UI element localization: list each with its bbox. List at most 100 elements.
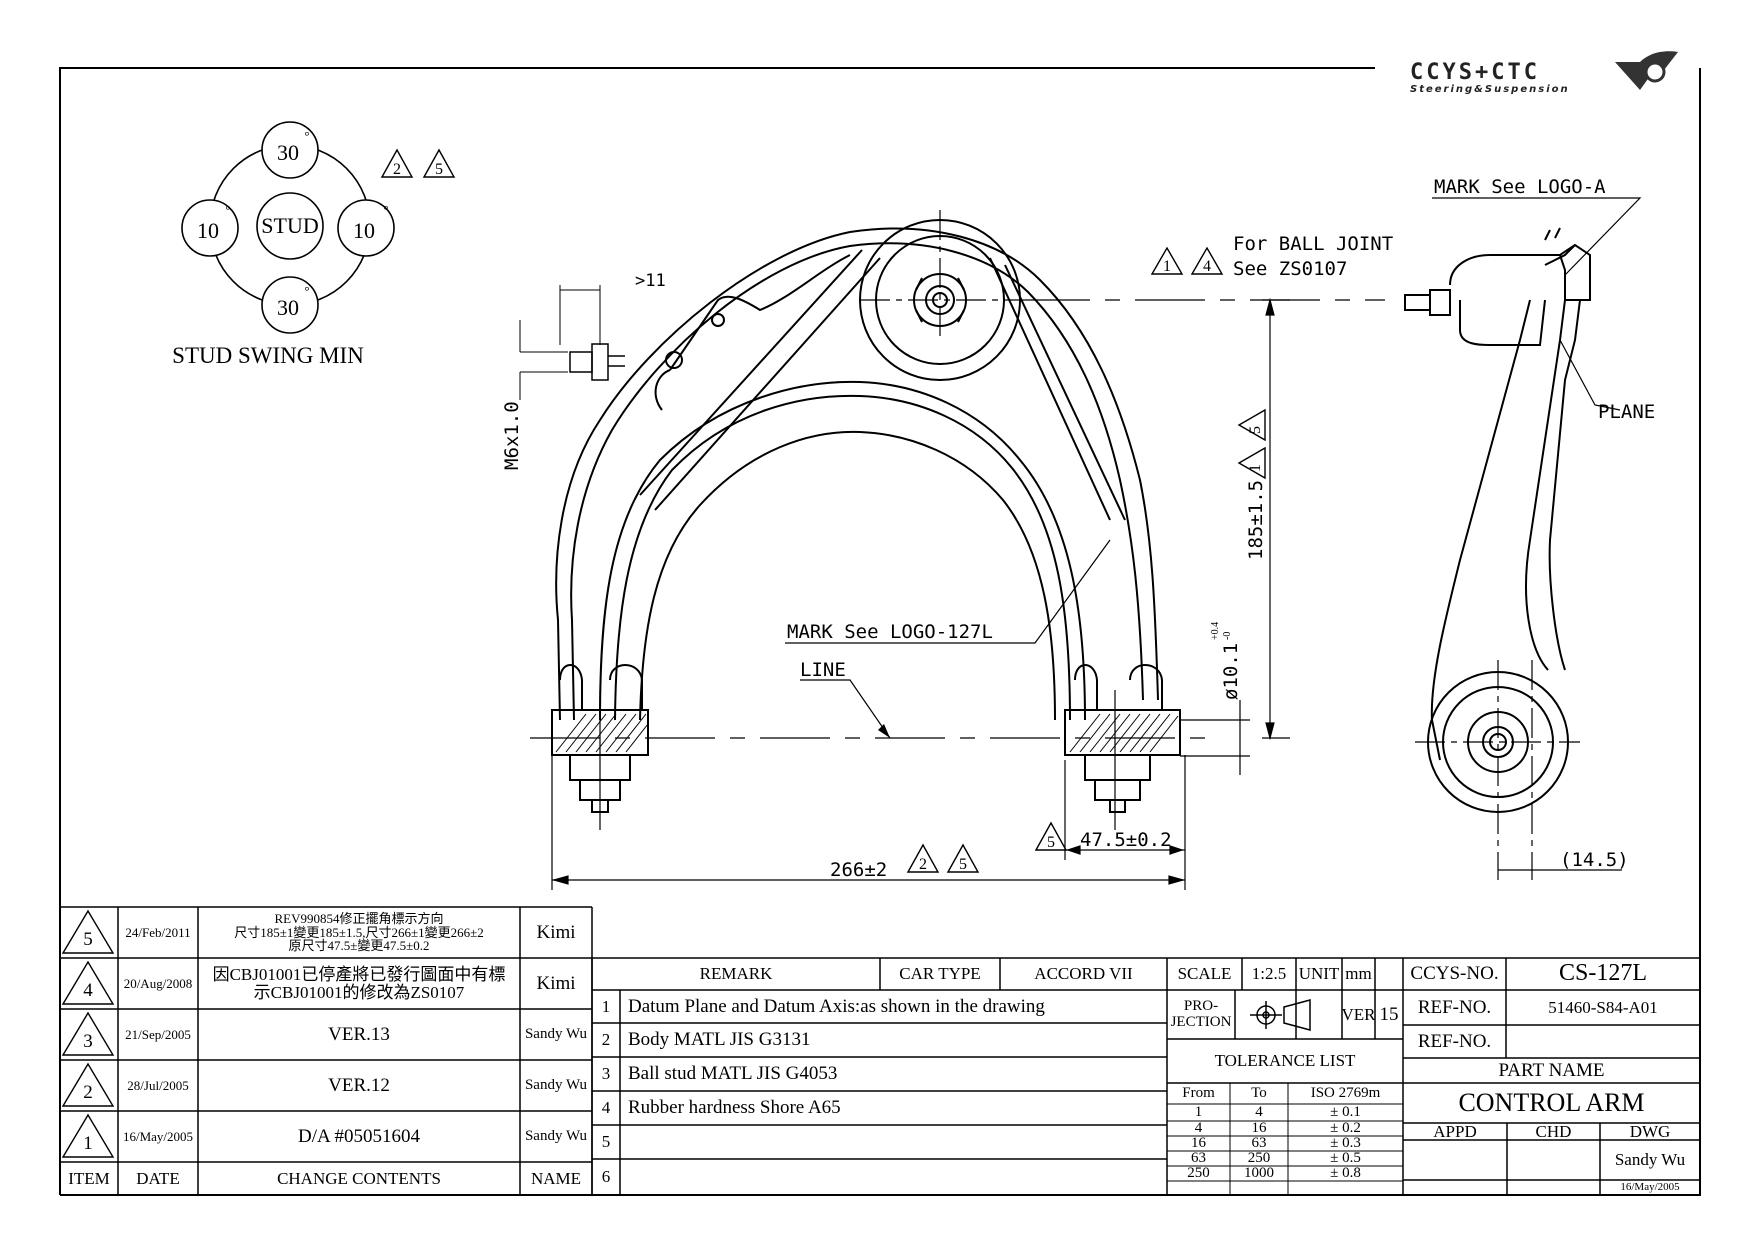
rev-content-line: 原尺寸47.5±變更47.5±0.2 — [288, 938, 430, 954]
ver-label: VER — [1342, 1004, 1375, 1024]
rev-triangle-266-5 — [946, 843, 980, 873]
rev-triangle-2 — [380, 148, 414, 178]
tol-to: 1000 — [1244, 1166, 1274, 1181]
remark-text: Ball stud MATL JIS G4053 — [628, 1063, 838, 1085]
remark-no: 6 — [601, 1167, 611, 1187]
control-arm-front-view — [551, 219, 1181, 813]
degree-mark: ° — [383, 202, 388, 217]
rev-date: 24/Feb/2011 — [125, 924, 191, 940]
rev-185-5-label: 5 — [1247, 426, 1264, 434]
plane-leader — [1559, 339, 1621, 411]
dim-11: >11 — [635, 271, 666, 291]
rev-number: 3 — [83, 1031, 93, 1053]
drawn-date: 16/May/2005 — [1620, 1180, 1680, 1193]
company-logo-emblem — [1615, 51, 1678, 90]
rev-47-label: 5 — [1047, 834, 1055, 851]
side-center-lines — [1415, 660, 1622, 880]
rev-header-item: ITEM — [68, 1168, 110, 1188]
tol-value: ± 0.5 — [1330, 1151, 1361, 1166]
tol-from: 63 — [1191, 1151, 1206, 1166]
rev-triangle-5 — [422, 148, 456, 178]
chd-label: CHD — [1535, 1123, 1572, 1140]
ccys-label: CCYS-NO. — [1410, 963, 1499, 985]
dim-145: (14.5) — [1560, 849, 1629, 871]
rev-triangle-185-5 — [1237, 408, 1266, 442]
remark-header: REMARK — [699, 964, 773, 984]
tolerance-title: TOLERANCE LIST — [1214, 1051, 1356, 1071]
drawing-border — [59, 67, 1701, 1196]
unit-label: UNIT — [1298, 964, 1340, 984]
rev-triangle-5-label: 5 — [435, 161, 443, 178]
dwg-label: DWG — [1629, 1123, 1671, 1140]
dim-m6: M6x1.0 — [501, 401, 523, 470]
rev-content: VER.13 — [328, 1023, 390, 1045]
rev-185-1-label: 1 — [1247, 464, 1264, 472]
logo-name: CCYS+CTC — [1410, 60, 1540, 85]
logo-a-leader — [1432, 197, 1642, 276]
mark-logo-a: MARK See LOGO-A — [1434, 176, 1606, 198]
rev-triangle-1-label: 1 — [1163, 258, 1171, 275]
dim-185-lines — [1262, 297, 1290, 741]
projection-label: PRO- JECTION — [1170, 997, 1232, 1030]
spec-table-grid — [1167, 958, 1404, 1195]
tol-from: 250 — [1187, 1166, 1210, 1181]
rev-number: 1 — [83, 1133, 93, 1155]
rev-triangle-1 — [1150, 246, 1184, 275]
dim-dia: ø10.1 — [1220, 643, 1242, 700]
plane-label: PLANE — [1598, 401, 1655, 423]
tol-to: 4 — [1255, 1104, 1263, 1120]
dim-185: 185±1.5 — [1245, 480, 1267, 560]
rev-triangle-2-label: 2 — [393, 161, 401, 178]
remark-table-grid — [591, 958, 1168, 1195]
ball-joint-note-2: See ZS0107 — [1233, 258, 1347, 280]
rev-content: D/A #05051604 — [298, 1125, 420, 1147]
car-type-value: ACCORD VII — [1034, 964, 1133, 984]
ball-joint-note-1: For BALL JOINT — [1233, 233, 1393, 255]
tol-to: 250 — [1247, 1151, 1271, 1166]
swing-bottom-value: 30 — [277, 295, 299, 320]
degree-mark: ° — [225, 202, 230, 217]
ver-value: 15 — [1379, 1003, 1399, 1025]
ref-label-2: REF-NO. — [1417, 1030, 1492, 1052]
ccys-number: CS-127L — [1558, 960, 1647, 987]
mark-logo-127l: MARK See LOGO-127L — [787, 621, 993, 643]
appd-label: APPD — [1433, 1123, 1477, 1140]
title-block-grid — [1403, 958, 1700, 1195]
rev-number: 4 — [83, 980, 93, 1002]
dim-dia-tol-top: +0.4 — [1210, 622, 1221, 640]
tol-header-to: To — [1251, 1084, 1267, 1101]
part-name-label: PART NAME — [1498, 1059, 1605, 1081]
swing-left-value: 10 — [197, 218, 219, 243]
tol-from: 1 — [1194, 1104, 1203, 1120]
rev-266-2-label: 2 — [919, 856, 927, 873]
m6-bolt — [519, 285, 625, 400]
rev-name: Kimi — [536, 921, 576, 943]
rev-content: REV990854修正擺角標示方向 尺寸185±1變更185±1.5,尺寸266… — [198, 907, 520, 958]
rev-triangle-4-label: 4 — [1203, 258, 1211, 275]
rev-triangle-47 — [1034, 821, 1068, 851]
remark-no: 3 — [601, 1064, 611, 1084]
line-leader — [800, 679, 891, 739]
tol-value: ± 0.3 — [1330, 1136, 1361, 1151]
scale-value: 1:2.5 — [1251, 964, 1287, 984]
degree-mark: ° — [304, 128, 309, 143]
unit-value: mm — [1345, 964, 1372, 984]
rev-number: 2 — [83, 1082, 93, 1104]
remark-no: 4 — [601, 1098, 611, 1118]
remark-text: Datum Plane and Datum Axis:as shown in t… — [628, 995, 1045, 1017]
car-type-label: CAR TYPE — [899, 964, 981, 984]
dim-266: 266±2 — [830, 859, 887, 881]
tol-from: 16 — [1191, 1136, 1206, 1151]
remark-text — [620, 1125, 1167, 1159]
tol-from: 4 — [1194, 1121, 1203, 1136]
tol-to: 63 — [1251, 1136, 1267, 1151]
revision-triangles — [61, 909, 115, 1158]
rev-name: Sandy Wu — [524, 1127, 588, 1144]
revision-table-grid — [60, 906, 1700, 1196]
dim-266-lines — [551, 755, 1186, 890]
rev-date: 21/Sep/2005 — [125, 1026, 191, 1042]
projection-symbol — [1250, 999, 1311, 1031]
logo-tagline: Steering&Suspension — [1410, 84, 1570, 95]
dim-47: 47.5±0.2 — [1080, 829, 1172, 851]
swing-center-label: STUD — [261, 213, 318, 238]
